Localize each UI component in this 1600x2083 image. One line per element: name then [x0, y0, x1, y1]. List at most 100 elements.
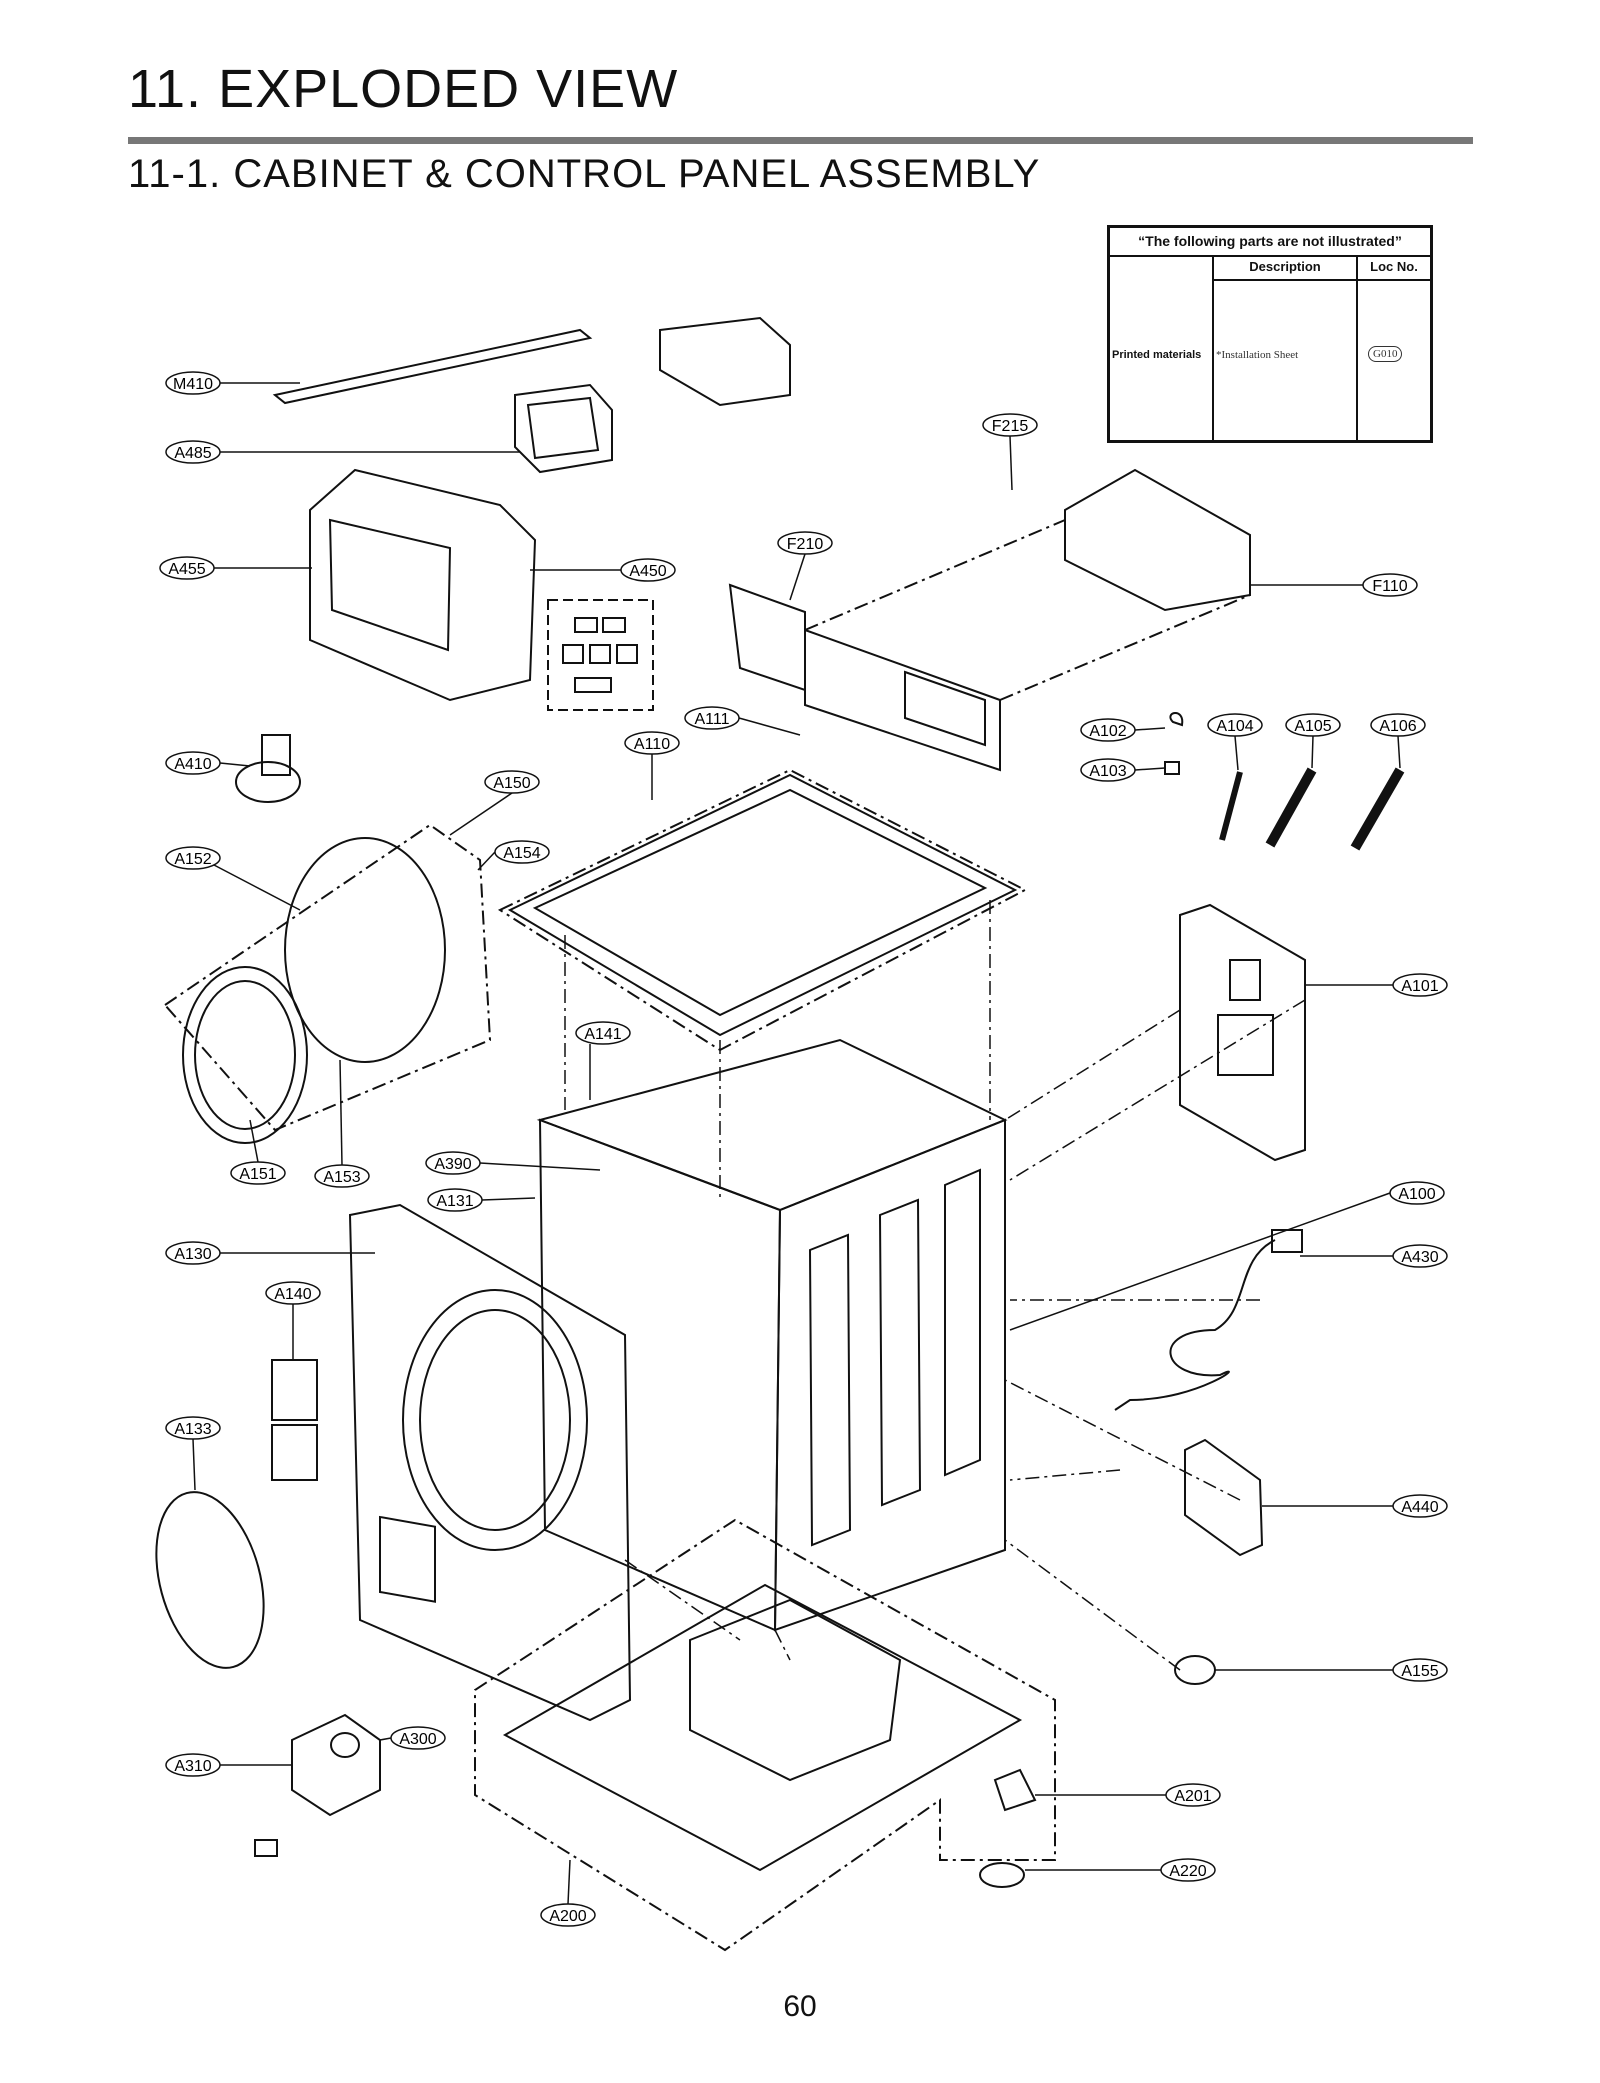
callout-a152: A152 — [165, 846, 301, 911]
svg-text:A200: A200 — [549, 1908, 586, 1925]
part-drawings — [155, 316, 1405, 1952]
svg-text:M410: M410 — [173, 376, 213, 393]
part-door-opening — [402, 1289, 588, 1551]
svg-text:A485: A485 — [174, 445, 211, 462]
part-a101-window — [1229, 959, 1261, 1001]
callout-a410: A410 — [165, 751, 251, 775]
part-cabinet-side — [773, 1118, 1006, 1632]
part-f210-panel — [728, 583, 806, 692]
clip — [602, 617, 626, 633]
callout-a155: A155 — [1215, 1658, 1448, 1682]
clip — [562, 644, 584, 664]
table-divider — [1356, 255, 1358, 443]
svg-text:A154: A154 — [503, 845, 540, 862]
callout-a440: A440 — [1262, 1494, 1448, 1518]
svg-text:A430: A430 — [1401, 1249, 1438, 1266]
svg-text:A106: A106 — [1379, 718, 1416, 735]
callout-a455: A455 — [159, 556, 312, 580]
callout-f215: F215 — [982, 413, 1038, 491]
svg-text:A155: A155 — [1401, 1663, 1438, 1680]
svg-text:A310: A310 — [174, 1758, 211, 1775]
svg-text:A103: A103 — [1089, 763, 1126, 780]
part-a110-inner — [532, 788, 988, 1017]
callout-a106: A106 — [1370, 713, 1426, 769]
clip — [616, 644, 638, 664]
not-illustrated-header: “The following parts are not illustrated… — [1110, 228, 1430, 257]
svg-text:A111: A111 — [695, 711, 730, 728]
svg-text:A101: A101 — [1401, 978, 1438, 995]
part-a200-opening — [689, 1598, 902, 1782]
svg-text:A450: A450 — [629, 563, 666, 580]
callout-a201: A201 — [1035, 1783, 1221, 1807]
svg-text:A100: A100 — [1398, 1186, 1435, 1203]
part-a140-hinge — [271, 1424, 318, 1481]
part-a440-filter — [1184, 1438, 1264, 1557]
callout-f110: F110 — [1250, 573, 1418, 597]
part-a110-top-plate — [507, 773, 1018, 1037]
callout-a151: A151 — [230, 1119, 286, 1185]
callout-a141: A141 — [575, 1021, 631, 1100]
part-a200-base — [502, 1583, 1023, 1872]
svg-text:A201: A201 — [1174, 1788, 1211, 1805]
callout-m410: M410 — [165, 371, 300, 395]
svg-text:A130: A130 — [174, 1246, 211, 1263]
svg-text:A152: A152 — [174, 851, 211, 868]
title-divider — [128, 137, 1473, 144]
part-a455-pcb — [309, 468, 537, 702]
part-a200-group — [474, 1518, 1056, 1952]
row-loc: G010 — [1368, 346, 1403, 362]
part-door-ring-inner — [194, 980, 296, 1130]
svg-text:A151: A151 — [239, 1166, 276, 1183]
callout-a310: A310 — [165, 1753, 292, 1777]
part-top-module — [659, 316, 791, 407]
panel-projection — [804, 519, 1251, 701]
table-divider — [1212, 255, 1214, 443]
callout-a300: A300 — [379, 1726, 446, 1750]
svg-text:A105: A105 — [1294, 718, 1331, 735]
part-a106 — [1350, 767, 1405, 851]
part-front-ring — [284, 837, 446, 1063]
page-title: 11. EXPLODED VIEW — [128, 59, 679, 119]
loc-column-header: Loc No. — [1358, 255, 1430, 281]
part-cabinet-front — [538, 1118, 782, 1632]
not-illustrated-table: “The following parts are not illustrated… — [1107, 225, 1433, 443]
svg-text:A131: A131 — [436, 1193, 473, 1210]
callout-a220: A220 — [1025, 1858, 1216, 1882]
callout-a105: A105 — [1285, 713, 1341, 769]
part-a140-hinge — [271, 1359, 318, 1421]
svg-text:A133: A133 — [174, 1421, 211, 1438]
svg-text:A153: A153 — [323, 1169, 360, 1186]
part-control-panel — [804, 628, 1001, 772]
part-a130-front-panel — [348, 1203, 632, 1722]
part-a300-cover — [291, 1713, 381, 1817]
callout-a130: A130 — [165, 1241, 375, 1265]
part-a110-group — [497, 768, 1028, 1052]
projection-lines — [564, 900, 1306, 1671]
callout-a200: A200 — [540, 1859, 596, 1927]
side-rib — [944, 1168, 981, 1477]
callout-a110: A110 — [624, 731, 680, 800]
clip — [574, 677, 612, 693]
part-a150-group — [163, 823, 492, 1132]
part-a410-body — [261, 734, 291, 776]
callout-a100: A100 — [1009, 1181, 1445, 1331]
part-m410-bracket — [272, 328, 593, 405]
section-title: 11-1. CABINET & CONTROL PANEL ASSEMBLY — [128, 152, 1041, 196]
part-a133-ring — [155, 1491, 265, 1669]
callout-a390: A390 — [425, 1151, 601, 1175]
part-a485 — [514, 383, 613, 474]
part-door-opening-inner — [419, 1309, 571, 1531]
part-a155 — [1174, 1655, 1216, 1685]
callout-a153: A153 — [314, 1059, 370, 1188]
svg-text:A141: A141 — [584, 1026, 621, 1043]
callout-a133: A133 — [165, 1416, 221, 1491]
part-f110-pcb — [1064, 468, 1251, 612]
callout-a430: A430 — [1300, 1244, 1448, 1268]
clip — [589, 644, 611, 664]
svg-text:A440: A440 — [1401, 1499, 1438, 1516]
svg-text:F110: F110 — [1372, 578, 1407, 595]
svg-text:A104: A104 — [1216, 718, 1253, 735]
part-a103 — [1164, 761, 1180, 775]
svg-text:A140: A140 — [274, 1286, 311, 1303]
part-panel-window — [379, 1515, 436, 1603]
